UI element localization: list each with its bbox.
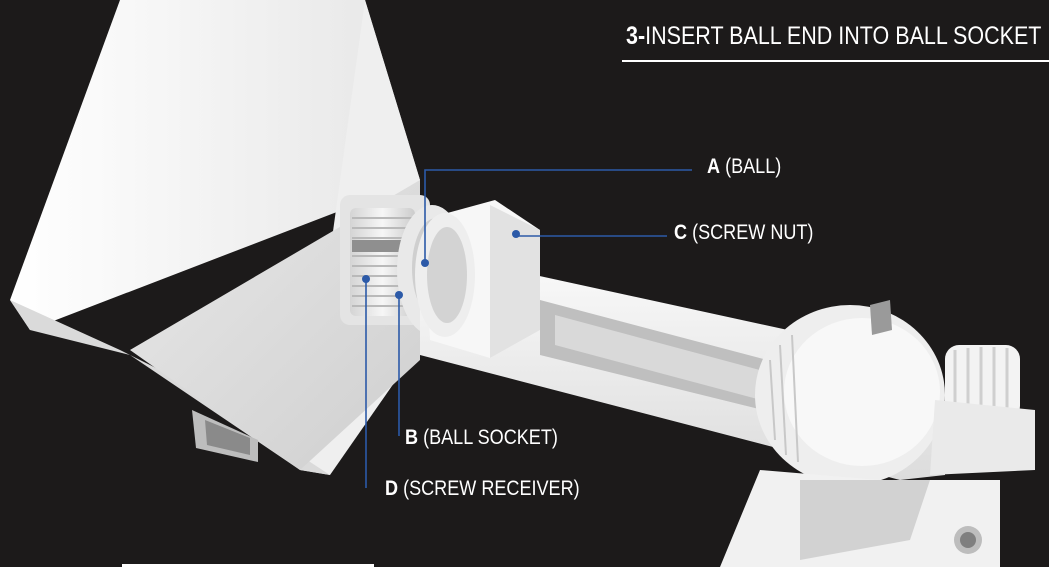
swivel-joint: [720, 300, 1035, 567]
step-title: 3-INSERT BALL END INTO BALL SOCKET: [626, 22, 1041, 51]
bottom-bar: [122, 564, 374, 567]
callout-a: A (BALL): [707, 155, 781, 179]
title-underline: [622, 60, 1049, 62]
callout-c-text: (SCREW NUT): [687, 221, 814, 244]
callout-d-letter: D: [385, 477, 399, 500]
callout-b-text: (BALL SOCKET): [418, 426, 558, 449]
callout-b-letter: B: [405, 426, 419, 449]
callout-a-letter: A: [707, 155, 721, 178]
callout-b: B (BALL SOCKET): [405, 426, 558, 450]
leader-dot-d: [362, 275, 370, 283]
callout-a-text: (BALL): [720, 155, 782, 178]
callout-d-text: (SCREW RECEIVER): [398, 477, 580, 500]
leader-dots: [362, 230, 520, 299]
leader-line-a: [424, 169, 692, 263]
leader-dot-a: [421, 259, 429, 267]
leader-lines: [365, 169, 692, 488]
leader-dot-c: [512, 230, 520, 238]
callout-d: D (SCREW RECEIVER): [385, 477, 580, 501]
leader-dot-b: [395, 291, 403, 299]
step-number: 3-: [626, 22, 646, 50]
callout-c: C (SCREW NUT): [674, 221, 813, 245]
callout-c-letter: C: [674, 221, 688, 244]
screw-nut-part: [415, 200, 540, 358]
step-text: INSERT BALL END INTO BALL SOCKET: [645, 22, 1042, 50]
